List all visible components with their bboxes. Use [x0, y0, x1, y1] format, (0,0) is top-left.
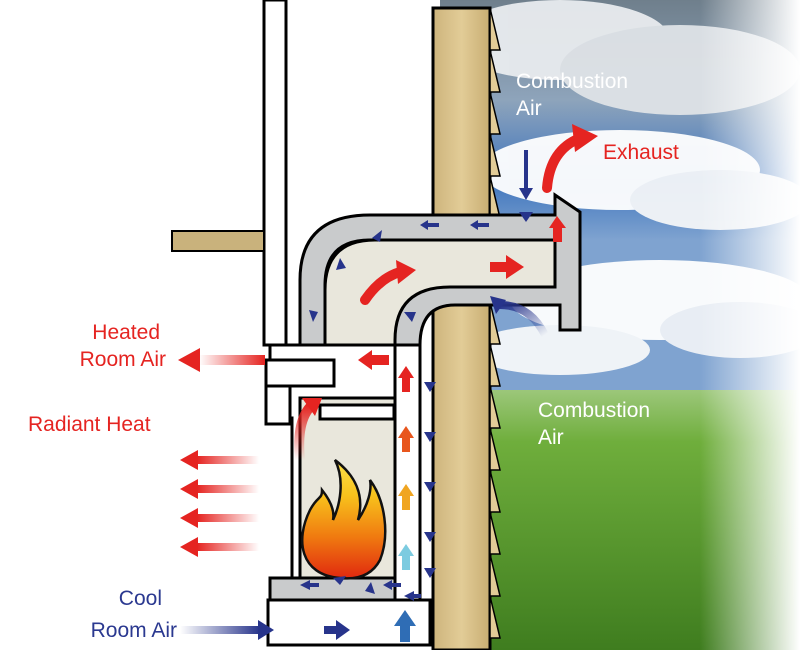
inner-left-arrow	[371, 355, 389, 365]
label-cool-room-air-line1: Cool	[119, 587, 162, 610]
base-left-arrow	[404, 591, 414, 601]
interior-structure	[171, 0, 288, 347]
baffle	[318, 403, 396, 421]
duct-top-arrow-2-shaft	[427, 223, 439, 227]
combustion-air-down-arrow	[524, 150, 528, 190]
base-up-arrowhead	[394, 610, 416, 626]
channel-down-arrow-1	[424, 382, 436, 392]
label-combustion-air-bottom-line2: Air	[538, 426, 564, 449]
edge-fade	[700, 0, 800, 650]
combustion-air-down-arrowhead	[519, 188, 533, 200]
duct-top-arrow-3	[372, 230, 382, 242]
side-arrow-4-head	[398, 544, 414, 556]
floor-arrow-4-shaft	[309, 583, 319, 587]
base-up-arrow	[400, 624, 410, 642]
cool-flow-arrows	[180, 150, 549, 642]
side-arrow-4	[402, 556, 410, 570]
firebox-floor	[268, 576, 397, 602]
hood-lip	[264, 384, 292, 426]
cool-air-arrowhead	[258, 620, 274, 640]
interior-wall	[262, 0, 288, 347]
floor-arrow-1-shaft	[391, 583, 401, 587]
duct-top-arrow-2	[420, 220, 428, 230]
base-left-arrow-shaft	[413, 594, 421, 598]
labels: Combustion Air Exhaust Heated Room Air R…	[28, 70, 679, 642]
outdoor-background	[440, 0, 800, 650]
label-heated-room-air-line2: Room Air	[80, 348, 166, 371]
label-radiant-heat: Radiant Heat	[28, 413, 151, 436]
inner-left-arrowhead	[358, 350, 372, 370]
siding	[489, 7, 501, 639]
heated-air-arrowhead	[178, 348, 200, 372]
mantel-shelf	[171, 230, 265, 252]
side-arrow-1	[402, 378, 410, 392]
channel-down-arrow-3	[424, 482, 436, 492]
heated-air-arrow	[199, 355, 265, 365]
outlet-up-arrowhead	[549, 216, 566, 228]
elbow-arrow-head	[396, 260, 416, 284]
exhaust-arrow-head	[572, 124, 598, 152]
duct-top-arrow-1-shaft	[477, 223, 489, 227]
label-combustion-air-bottom-line1: Combustion	[538, 399, 650, 422]
channel-down-arrow-4	[424, 532, 436, 542]
floor-arrow-3	[333, 576, 346, 585]
side-arrow-1-head	[398, 366, 414, 378]
duct-top-arrow-1	[470, 220, 478, 230]
label-exhaust: Exhaust	[603, 141, 679, 164]
label-heated-room-air-line1: Heated	[92, 321, 160, 344]
side-arrow-2	[402, 438, 410, 452]
exterior-wall	[431, 6, 501, 650]
elbow-arrow-shaft	[360, 267, 405, 305]
wall-stud	[431, 6, 492, 650]
floor-arrow-1	[383, 580, 392, 590]
combustion-inlet-arrow	[496, 301, 549, 339]
side-arrow-2-head	[398, 426, 414, 438]
floor-arrow-4	[300, 580, 310, 590]
flame-icon	[301, 459, 387, 580]
base-arrow-1-head	[336, 620, 350, 640]
radiant-heat-arrows	[180, 450, 259, 557]
side-arrow-3-head	[398, 484, 414, 496]
hood-upper	[264, 358, 336, 388]
side-arrow-3	[402, 496, 410, 510]
channel-down-arrow-5	[424, 568, 436, 578]
duct-right-arrowhead	[506, 255, 524, 279]
base-arrow-1	[324, 626, 338, 634]
combustion-inlet-arrowhead	[490, 296, 506, 314]
label-cool-room-air-line2: Room Air	[91, 619, 177, 642]
outlet-up-arrow	[553, 226, 562, 242]
rising-heat-arrowhead	[302, 398, 322, 416]
cool-air-arrow	[180, 626, 260, 634]
combustion-air-arrowhead-2	[519, 212, 533, 222]
duct-left-arrow-1	[336, 258, 346, 270]
inner-curve-arrow	[404, 312, 416, 322]
duct-right-arrow	[490, 262, 508, 272]
channel-down-arrow-2	[424, 432, 436, 442]
label-combustion-air-top-line2: Air	[516, 97, 542, 120]
duct-left-arrow-2	[309, 310, 318, 322]
hot-flow-arrows	[178, 124, 598, 570]
label-combustion-air-top-line1: Combustion	[516, 70, 628, 93]
floor-arrow-2	[365, 582, 375, 594]
